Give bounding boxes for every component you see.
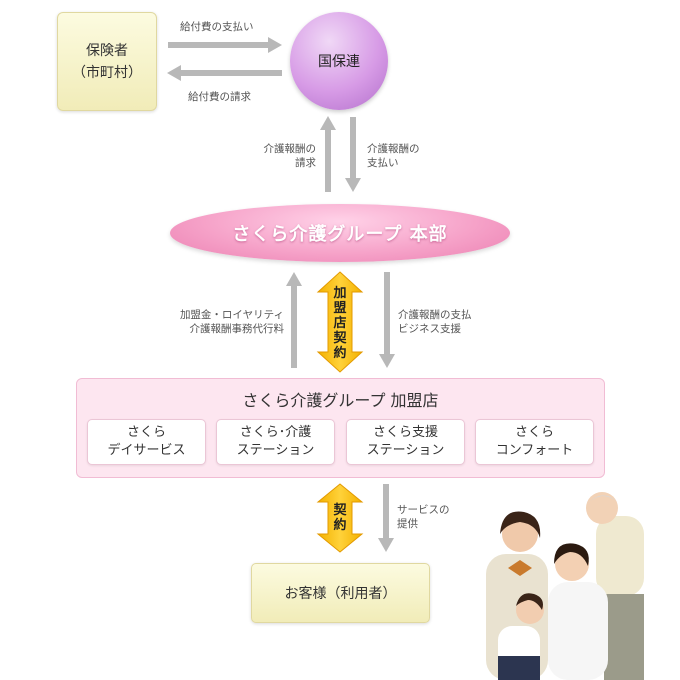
hq-label: さくら介護グループ 本部 — [232, 224, 448, 245]
customer-contract-label: 契約 — [333, 503, 347, 533]
royalty-line2: 介護報酬事務代行料 — [189, 323, 285, 335]
store-line1: さくら･介護 — [239, 425, 312, 440]
benefit-claim-label: 給付費の請求 — [188, 91, 251, 103]
support-line2: ビジネス支援 — [398, 323, 461, 335]
fee-claim-line1: 介護報酬の — [263, 143, 317, 155]
fee-payment-label: 介護報酬の 支払い — [367, 142, 420, 170]
service-label: サービスの 提供 — [397, 503, 450, 531]
insurer-label: 保険者 — [86, 42, 128, 59]
store-line2: コンフォート — [495, 443, 574, 458]
fee-claim-line2: 請求 — [295, 157, 316, 169]
franchise-title: さくら介護グループ 加盟店 — [242, 391, 439, 410]
arrow-franchise-contract — [316, 271, 364, 373]
store-line1: さくら — [126, 425, 166, 440]
arrow-customer-contract — [316, 483, 364, 553]
fee-claim-label: 介護報酬の 請求 — [250, 142, 317, 170]
store-line1: さくら — [514, 425, 554, 440]
store-line1: さくら支援 — [372, 425, 438, 440]
store-day-service: さくら デイサービス — [87, 419, 206, 465]
store-care-station: さくら･介護 ステーション — [216, 419, 335, 465]
arrow-fee-payment — [345, 117, 361, 192]
insurer-box: 保険者 （市町村） — [57, 12, 157, 111]
franchise-box: さくら介護グループ 加盟店 さくら デイサービス さくら･介護 ステーション さ… — [76, 378, 605, 478]
benefit-payment-label: 給付費の支払い — [180, 21, 254, 33]
royalty-label: 加盟金・ロイヤリティ 介護報酬事務代行料 — [150, 308, 284, 336]
franchise-contract-label: 加盟店契約 — [333, 286, 347, 361]
store-line2: デイサービス — [107, 443, 186, 458]
arrow-benefit-payment — [168, 37, 282, 53]
hq-ellipse: さくら介護グループ 本部 — [170, 204, 510, 262]
arrow-benefit-claim — [167, 65, 282, 81]
arrow-fee-claim — [320, 116, 336, 192]
store-line2: ステーション — [236, 443, 315, 458]
support-label: 介護報酬の支払 ビジネス支援 — [398, 308, 472, 336]
customer-box: お客様（利用者） — [251, 563, 430, 623]
fee-payment-line1: 介護報酬の — [367, 143, 420, 155]
store-support-station: さくら支援 ステーション — [346, 419, 465, 465]
service-line2: 提供 — [397, 518, 418, 530]
royalty-line1: 加盟金・ロイヤリティ — [179, 309, 284, 321]
store-comfort: さくら コンフォート — [475, 419, 594, 465]
arrow-royalty — [286, 272, 302, 368]
arrow-support — [379, 272, 395, 368]
kokuho-label: 国保連 — [318, 54, 360, 70]
arrow-service — [378, 484, 394, 552]
service-line1: サービスの — [397, 504, 450, 516]
store-line2: ステーション — [366, 443, 445, 458]
fee-payment-line2: 支払い — [367, 157, 399, 169]
kokuho-circle: 国保連 — [290, 12, 388, 110]
support-line1: 介護報酬の支払 — [398, 309, 472, 321]
family-photo-icon — [486, 492, 644, 680]
customer-label: お客様（利用者） — [284, 586, 397, 602]
insurer-sub-label: （市町村） — [72, 64, 142, 81]
